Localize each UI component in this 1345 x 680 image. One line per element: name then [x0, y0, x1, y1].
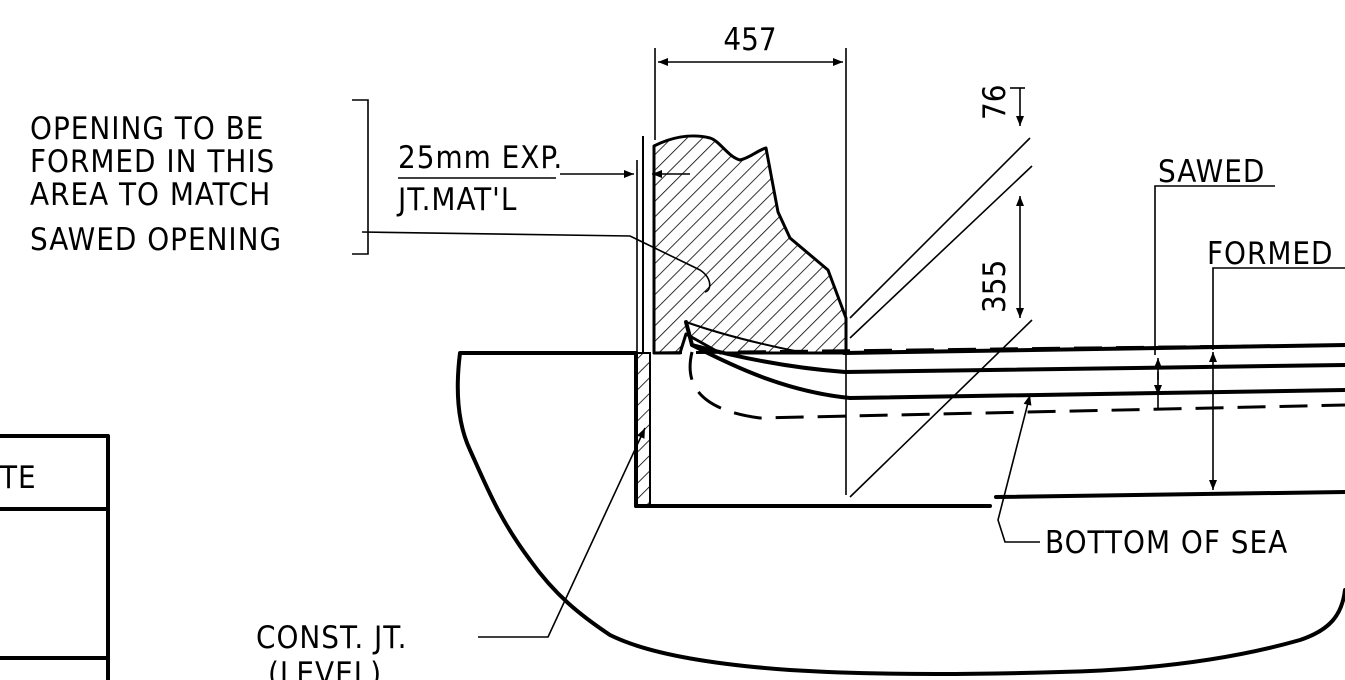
opening-curve-top	[685, 321, 801, 353]
formed-top-dashed	[653, 343, 1345, 355]
exp-joint-line-2: JT.MAT'L	[396, 182, 517, 218]
dimension-76-text: 76	[977, 85, 1013, 120]
exp-joint-line-1: 25mm EXP.	[398, 140, 563, 176]
formed-label: FORMED	[1207, 236, 1334, 272]
opening-note-line-3: AREA TO MATCH	[30, 177, 271, 213]
title-block-fragment: TE	[0, 434, 110, 680]
sawed-label: SAWED	[1158, 154, 1265, 190]
opening-note-line-2: FORMED IN THIS	[30, 144, 275, 180]
sawed-opening-upper	[684, 320, 1345, 374]
const-joint-note: CONST. JT. (LEVEL)	[256, 620, 407, 680]
opening-note-leader	[361, 231, 711, 293]
dimension-355-text: 355	[977, 260, 1013, 313]
const-joint-line-2: (LEVEL)	[268, 656, 382, 680]
svg-text:457: 457	[723, 22, 776, 58]
expansion-joint-material	[635, 352, 651, 506]
dimension-457: 457	[654, 22, 847, 495]
const-joint-line-1: CONST. JT.	[256, 620, 407, 656]
opening-note: OPENING TO BE FORMED IN THIS AREA TO MAT…	[30, 111, 282, 258]
formed-opening-dashed	[688, 351, 1345, 420]
skew-joint-lines	[849, 87, 1033, 498]
formed-callout: FORMED	[1207, 236, 1345, 490]
const-joint-leader	[478, 427, 646, 638]
deck-bottom-line-right	[994, 490, 1345, 499]
opening-note-line-1: OPENING TO BE	[30, 111, 264, 147]
opening-note-line-4: SAWED OPENING	[30, 222, 282, 258]
sawed-callout: SAWED	[1154, 154, 1275, 410]
title-block-text: TE	[0, 460, 37, 496]
exp-joint-note: 25mm EXP. JT.MAT'L	[396, 140, 563, 218]
opening-note-bracket	[352, 99, 369, 255]
bottom-of-seat-label: BOTTOM OF SEA	[1045, 525, 1288, 561]
concrete-mass-outline	[455, 351, 1345, 677]
sawed-opening-lower	[690, 343, 1345, 400]
backwall-section	[652, 134, 848, 355]
bottom-of-seat-leader	[997, 394, 1040, 543]
